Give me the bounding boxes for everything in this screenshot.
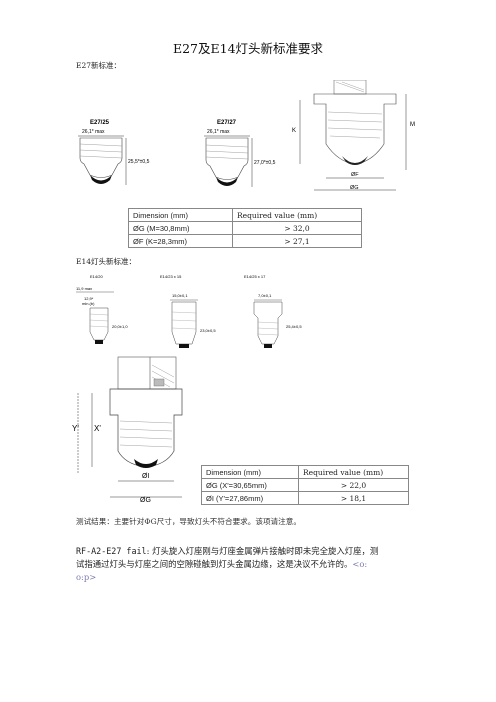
page-title: E27及E14灯头新标准要求 (172, 41, 324, 56)
table-header-cell: Dimension (mm) (201, 465, 299, 479)
table-cell: > 18,1 (298, 491, 409, 505)
e27-gauge-drawing: K M ØF ØG (292, 80, 415, 191)
table-row: ØG (X'=30,65mm) > 22,0 (201, 478, 409, 492)
fail-text-line2: 试指通过灯头与灯座之间的空隙碰触到灯头金属边缘，这是决议不允许的。 (76, 559, 353, 569)
table-row: ØF (K=28,3mm) > 27,1 (128, 234, 362, 248)
table-cell: > 27,1 (232, 234, 362, 248)
e27-K-label: K (292, 128, 296, 134)
e14-20-min-dim: min.(b) (82, 301, 95, 306)
e14-23x15-label: E14/23 x 15 (160, 274, 182, 279)
fail-tag-close: o:p> (76, 572, 97, 582)
e27-27-top-dim: 26,1* max (207, 129, 230, 135)
e27-25-drawing: E27/25 26,1* max 25,5*±0,5 (78, 120, 150, 185)
e14-X-label: X' (94, 424, 101, 433)
e14-23x15-top-dim: 15,0±0,1 (172, 293, 188, 298)
e27-F-label: ØF (351, 172, 359, 178)
table-header-row: Dimension (mm) Required value (mm) (201, 465, 409, 479)
e27-heading: E27新标准： (76, 61, 122, 70)
test-result-note: 测试结果：主要针对ΦG尺寸，导致灯头不符合要求。该项请注意。 (76, 517, 301, 526)
e14-gauge-drawing: Y' X' ØI ØG (72, 356, 183, 504)
table-cell: ØF (K=28,3mm) (128, 234, 233, 248)
e27-27-label: E27/27 (217, 120, 237, 126)
e14-25x17-side-dim: 25,4±0,5 (286, 324, 302, 329)
fail-code: RF-A2-E27 fail (76, 546, 147, 556)
table-header-cell: Required value (mm) (232, 208, 362, 222)
e14-20-label: E14/20 (90, 274, 103, 279)
e14-Y-label: Y' (72, 424, 79, 433)
e14-23x15-side-dim: 23,0±0,5 (200, 328, 216, 333)
e14-20-side-dim: 20,0±1,0 (112, 324, 128, 329)
e14-G-label: ØG (140, 497, 151, 504)
e27-25-side-dim: 25,5*±0,5 (128, 159, 150, 165)
table-header-cell: Dimension (mm) (128, 208, 233, 222)
e14-25x17-drawing: E14/25 x 17 7,0±0,1 25,4±0,5 (244, 274, 302, 348)
table-cell: ØI (Y'=27,86mm) (201, 491, 299, 505)
e14-small-diagrams: E14/20 11,9 max 12,9* min.(b) 20,0±1,0 E… (76, 274, 302, 348)
e27-27-side-dim: 27,0*±0,5 (254, 160, 276, 166)
e14-25x17-label: E14/25 x 17 (244, 274, 266, 279)
e14-23x15-drawing: E14/23 x 15 15,0±0,1 23,0±0,5 (160, 274, 216, 348)
e27-25-top-dim: 26,1* max (82, 129, 105, 135)
e27-dimension-table: Dimension (mm) Required value (mm) ØG (M… (128, 208, 362, 248)
e14-I-label: ØI (142, 473, 149, 480)
e27-27-drawing: E27/27 26,1* max 27,0*±0,5 (204, 120, 276, 187)
e14-20-mid-dim: 12,9* (84, 296, 94, 301)
table-row: ØG (M=30,8mm) > 32,0 (128, 221, 362, 235)
fail-paragraph: RF-A2-E27 fail: 灯头旋入灯座刚与灯座金属弹片接触时即未完全旋入灯… (76, 545, 426, 584)
table-cell: > 22,0 (298, 478, 409, 492)
e14-20-drawing: E14/20 11,9 max 12,9* min.(b) 20,0±1,0 (76, 274, 128, 344)
e27-25-label: E27/25 (90, 120, 110, 126)
table-header-cell: Required value (mm) (298, 465, 409, 479)
e27-G-label: ØG (350, 185, 359, 191)
e27-diagrams: E27/25 26,1* max 25,5*±0,5 E27/27 26,1* … (78, 80, 415, 191)
fail-text-line1: : 灯头旋入灯座刚与灯座金属弹片接触时即未完全旋入灯座，测 (146, 546, 379, 556)
table-cell: ØG (X'=30,65mm) (201, 478, 299, 492)
e14-25x17-top-dim: 7,0±0,1 (258, 293, 272, 298)
e14-heading: E14灯头新标准： (76, 257, 137, 266)
fail-tag-open: <o: (352, 559, 368, 569)
e14-20-top-dim: 11,9 max (76, 286, 92, 291)
table-header-row: Dimension (mm) Required value (mm) (128, 208, 362, 222)
table-cell: ØG (M=30,8mm) (128, 221, 233, 235)
e14-dimension-table: Dimension (mm) Required value (mm) ØG (X… (201, 465, 409, 505)
table-row: ØI (Y'=27,86mm) > 18,1 (201, 491, 409, 505)
e27-M-label: M (410, 122, 415, 128)
table-cell: > 32,0 (232, 221, 362, 235)
